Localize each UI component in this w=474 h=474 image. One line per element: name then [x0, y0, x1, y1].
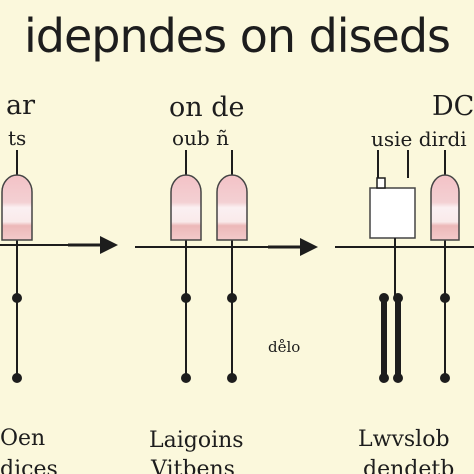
column-1-sub: ts — [8, 126, 27, 150]
node-dot — [379, 293, 389, 303]
node-dot — [181, 293, 191, 303]
node-dot — [440, 373, 450, 383]
column-2-head: on de — [169, 92, 245, 123]
column-2-sub: oub ñ — [172, 126, 229, 150]
column-3-head: DC — [432, 91, 474, 122]
arrow-2 — [268, 238, 318, 256]
annotation-label: de̊lo — [268, 338, 301, 356]
node-dot — [440, 293, 450, 303]
node-dot — [379, 373, 389, 383]
column-2-foot-1: Laigoins — [149, 428, 244, 453]
column-3-circuit — [369, 150, 460, 383]
node-dot — [181, 373, 191, 383]
node-dot — [12, 373, 22, 383]
box-terminal — [376, 177, 386, 189]
column-1-foot-1: Oen — [0, 426, 46, 451]
node-dot — [227, 293, 237, 303]
column-2-foot-2: Vitbens — [151, 457, 235, 474]
diode-capsule — [1, 174, 33, 241]
column-1-head: ar — [6, 90, 36, 121]
node-dot — [393, 293, 403, 303]
arrow-1 — [68, 236, 118, 254]
column-3-sub: usie dirdi — [371, 127, 467, 151]
column-3-foot-2: dendetb — [363, 457, 455, 474]
column-3-foot-1: Lwvslob — [358, 427, 450, 452]
diode-capsule — [170, 174, 202, 241]
column-1-circuit — [1, 150, 33, 383]
node-dot — [393, 373, 403, 383]
diagram-title: idepndes on diseds — [23, 9, 451, 63]
diode-capsule — [430, 174, 460, 241]
column-1-foot-2: dices — [0, 457, 58, 474]
diode-capsule — [216, 174, 248, 241]
component-box — [369, 187, 416, 239]
node-dot — [12, 293, 22, 303]
node-dot — [227, 373, 237, 383]
column-2-circuit — [170, 150, 248, 383]
